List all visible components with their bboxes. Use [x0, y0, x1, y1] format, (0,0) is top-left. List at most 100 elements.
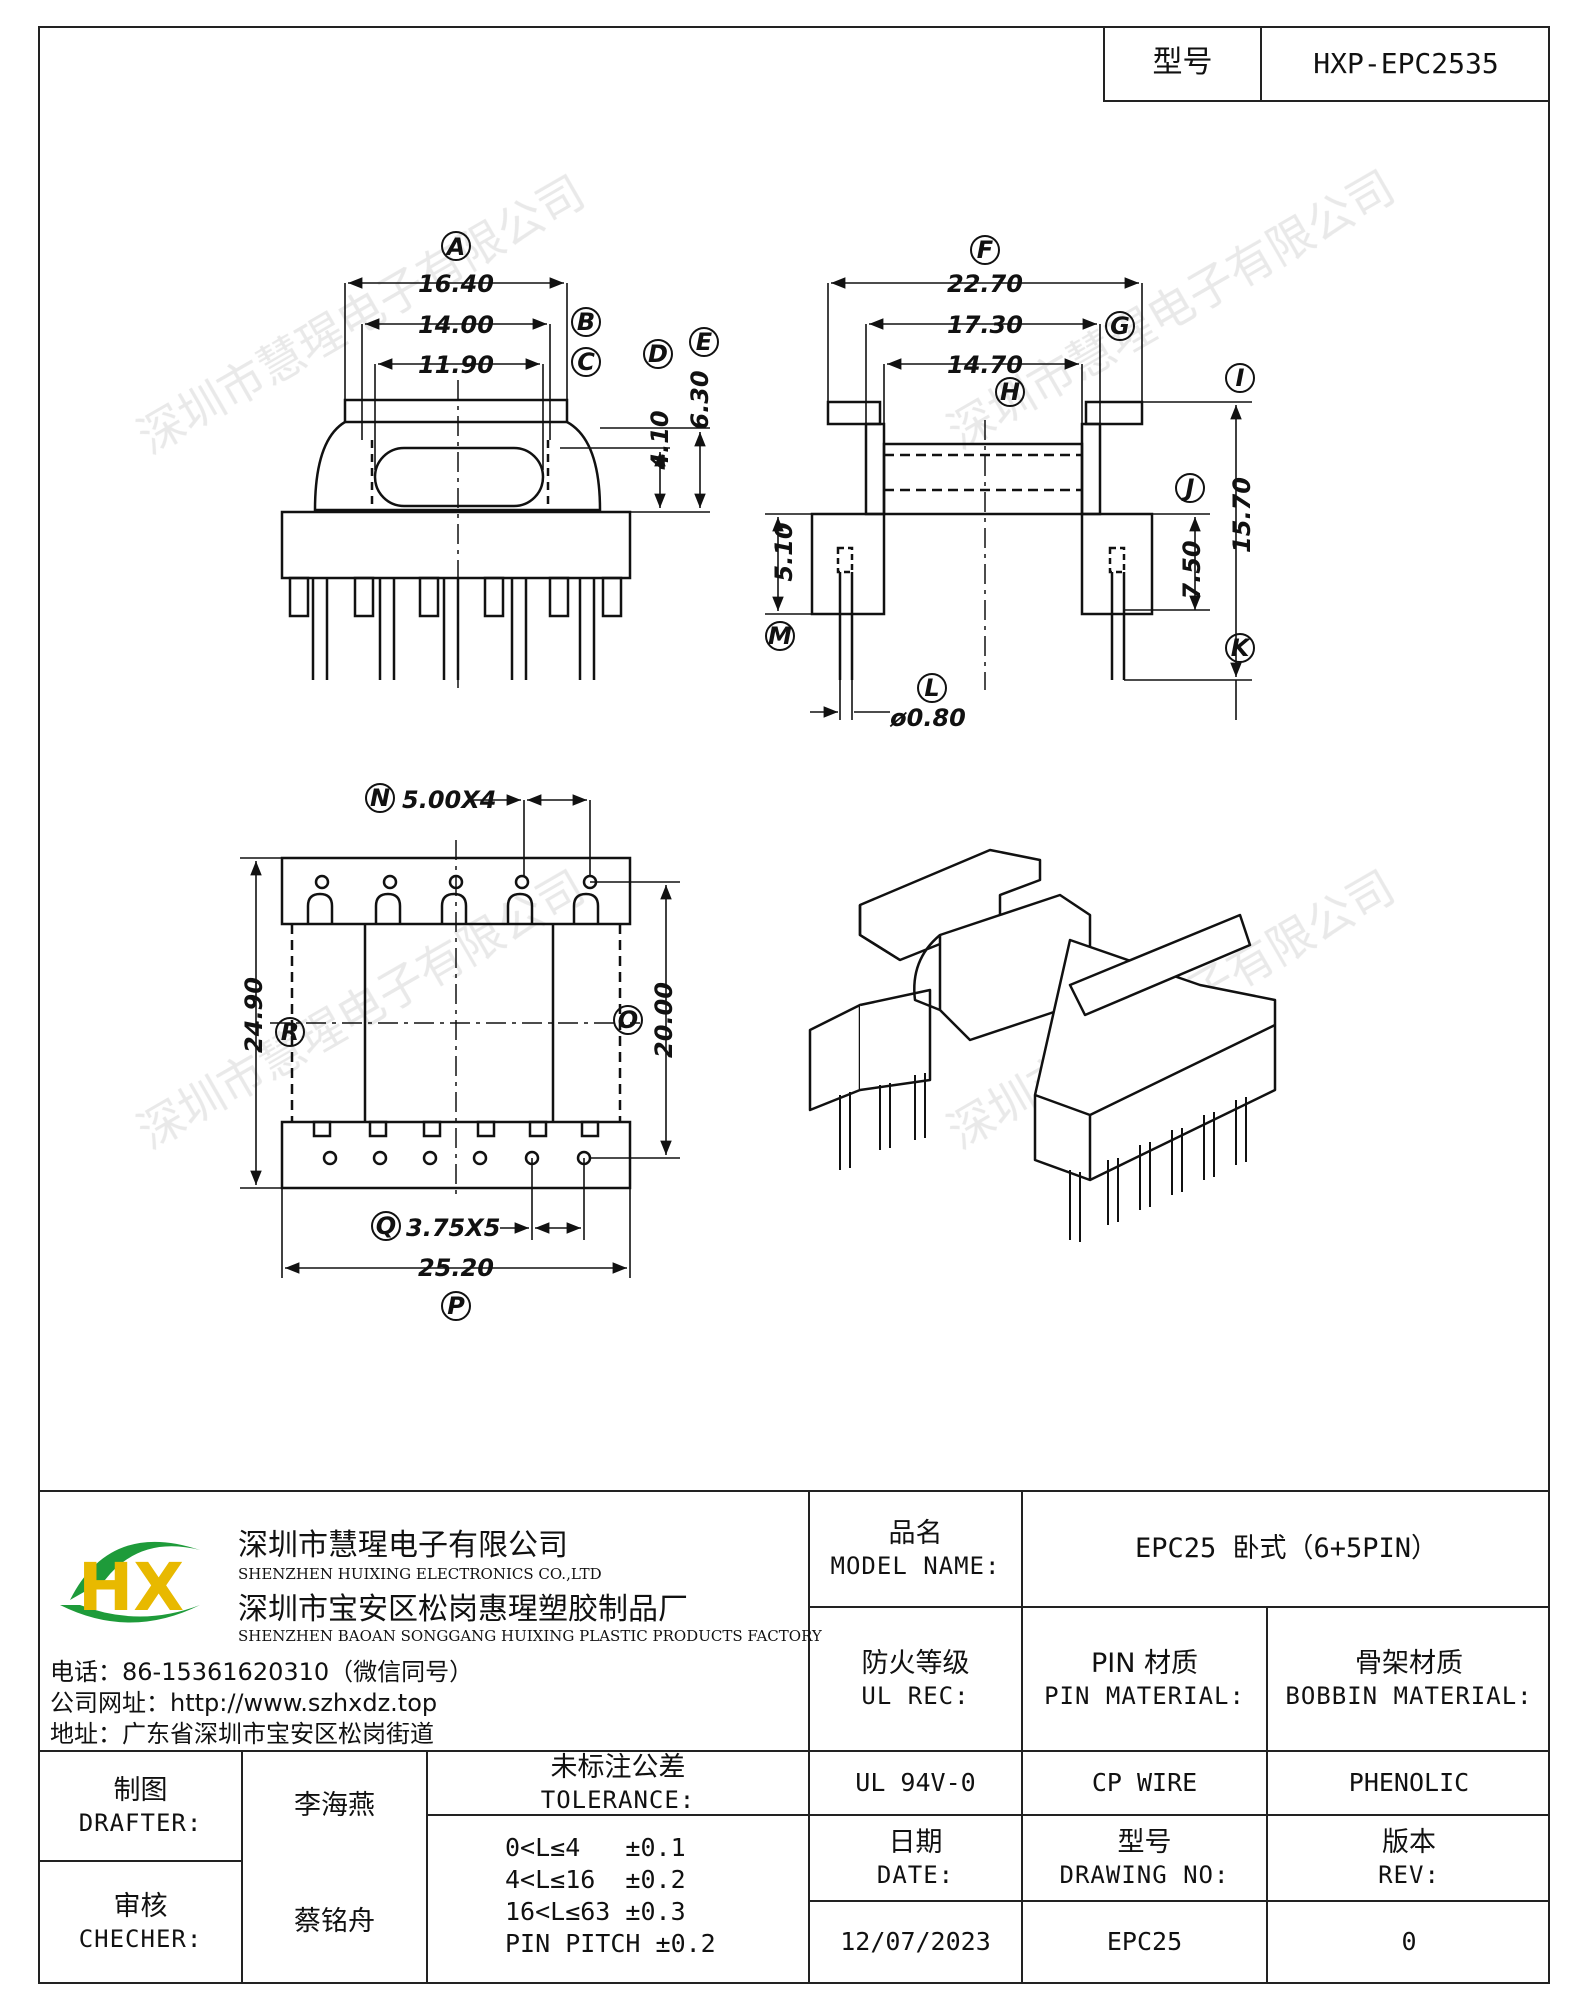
- dim-letter-j: J: [1182, 474, 1195, 502]
- date-label: 日期 DATE:: [810, 1816, 1021, 1900]
- model-name-cn: 品名: [888, 1518, 943, 1550]
- drafter-value: 李海燕: [294, 1790, 375, 1822]
- drawing-no-value: EPC25: [1106, 1927, 1183, 1957]
- front-view-dims: A 16.40 B 14.00 C 11.90 D 4.10 E 6.30: [418, 231, 719, 471]
- dim-q-value: 3.75X5: [406, 1214, 500, 1242]
- dim-letter-p: P: [447, 1292, 465, 1320]
- dim-letter-g: G: [1110, 312, 1130, 340]
- company-logo: HX: [60, 1541, 200, 1626]
- dim-letter-o: O: [618, 1006, 638, 1034]
- bottom-view: [240, 794, 680, 1278]
- dim-letter-i: I: [1236, 364, 1245, 392]
- dim-letter-h: H: [1000, 378, 1020, 406]
- header-model-label: 型号: [1152, 45, 1213, 81]
- company-name-en: SHENZHEN HUIXING ELECTRONICS CO.,LTD: [238, 1565, 602, 1583]
- dim-letter-n: N: [370, 784, 390, 812]
- date-value: 12/07/2023: [840, 1927, 991, 1957]
- checker-value: 蔡铭舟: [294, 1906, 375, 1938]
- tolerance-row: 16<L≤63 ±0.3: [505, 1897, 686, 1926]
- dim-letter-k: K: [1231, 634, 1252, 662]
- pin-material-en: PIN MATERIAL:: [1044, 1681, 1245, 1710]
- drafter-en: DRAFTER:: [78, 1808, 203, 1837]
- dim-letter-b: B: [577, 308, 595, 336]
- dim-m-value: 5.10: [770, 522, 798, 581]
- dim-n-value: 5.00X4: [402, 786, 496, 814]
- checker-label: 审核 CHECHER:: [40, 1862, 241, 1982]
- tolerance-row: 4<L≤16 ±0.2: [505, 1865, 686, 1894]
- logo-text: HX: [78, 1549, 184, 1626]
- bobbin-material-cn: 骨架材质: [1355, 1648, 1463, 1680]
- front-view: [280, 277, 710, 690]
- rev-label: 版本 REV:: [1268, 1816, 1550, 1900]
- bobbin-material-value: PHENOLIC: [1348, 1768, 1470, 1798]
- pin-material-label: PIN 材质 PIN MATERIAL:: [1023, 1608, 1266, 1750]
- watermark: 深圳市慧瑆电子有限公司: [129, 860, 594, 1160]
- rev-cn: 版本: [1382, 1827, 1436, 1859]
- technical-drawing: 深圳市慧瑆电子有限公司 深圳市慧瑆电子有限公司 深圳市慧瑆电子有限公司 深圳市慧…: [129, 160, 1404, 1321]
- rev-value: 0: [1401, 1927, 1417, 1957]
- drafter-cn: 制图: [113, 1775, 168, 1807]
- pin-material-cn: PIN 材质: [1090, 1648, 1199, 1680]
- dim-letter-a: A: [445, 233, 466, 261]
- drafter-label: 制图 DRAFTER:: [40, 1752, 241, 1860]
- dim-e-value: 6.30: [686, 370, 714, 429]
- dim-g-value: 17.30: [947, 311, 1023, 339]
- dim-letter-d: D: [648, 340, 668, 368]
- side-view-dims: F 22.70 G 17.30 H 14.70 I J 7.50 15.70 K…: [765, 235, 1256, 732]
- dim-b-value: 14.00: [418, 311, 494, 339]
- dim-letter-e: E: [696, 328, 713, 356]
- dim-h-value: 14.70: [947, 351, 1023, 379]
- dim-letter-l: L: [924, 674, 939, 702]
- ul-value: UL 94V-0: [855, 1768, 976, 1798]
- title-block: [38, 1490, 1550, 1984]
- checker-en: CHECHER:: [78, 1924, 203, 1953]
- side-view: [765, 277, 1252, 720]
- bottom-view-dims: N 5.00X4 R 24.90 O 20.00 Q 3.75X5 25.20 …: [240, 783, 678, 1321]
- model-name-en: MODEL NAME:: [830, 1551, 1001, 1580]
- ul-label: 防火等级 UL REC:: [810, 1608, 1021, 1750]
- dim-letter-m: M: [768, 622, 792, 650]
- dim-p-value: 25.20: [418, 1254, 494, 1282]
- dim-letter-c: C: [577, 348, 595, 376]
- dim-letter-r: R: [281, 1018, 299, 1046]
- company-phone: 电话：86-15361620310（微信同号）: [50, 1658, 474, 1686]
- tolerance-list: 0<L≤4 ±0.1 4<L≤16 ±0.2 16<L≤63 ±0.3 PIN …: [505, 1832, 716, 1960]
- bobbin-material-label: 骨架材质 BOBBIN MATERIAL:: [1268, 1608, 1550, 1750]
- tolerance-row: 0<L≤4 ±0.1: [505, 1833, 686, 1862]
- ul-en: UL REC:: [861, 1681, 970, 1710]
- dim-l-value: ø0.80: [889, 704, 966, 732]
- pin-material-value: CP WIRE: [1091, 1768, 1198, 1798]
- company-address: 地址：广东省深圳市宝安区松岗街道: [50, 1720, 434, 1748]
- drawing-frame: [38, 26, 1550, 1984]
- tolerance-label: 未标注公差 TOLERANCE:: [428, 1752, 808, 1814]
- checker-cn: 审核: [113, 1891, 168, 1923]
- drawing-no-cn: 型号: [1117, 1827, 1172, 1859]
- dim-a-value: 16.40: [418, 270, 494, 298]
- header-model-box: 型号 HXP-EPC2535: [1103, 26, 1550, 102]
- factory-name-en: SHENZHEN BAOAN SONGGANG HUIXING PLASTIC …: [238, 1627, 822, 1645]
- tolerance-cn: 未标注公差: [550, 1752, 686, 1784]
- tolerance-row: PIN PITCH ±0.2: [505, 1929, 716, 1958]
- ul-cn: 防火等级: [861, 1648, 970, 1680]
- dim-f-value: 22.70: [947, 270, 1023, 298]
- rev-en: REV:: [1378, 1860, 1440, 1889]
- model-name-value: EPC25 卧式（6+5PIN）: [1134, 1533, 1439, 1565]
- isometric-view: [808, 848, 1277, 1242]
- dim-r-value: 24.90: [240, 977, 268, 1053]
- tolerance-en: TOLERANCE:: [540, 1785, 696, 1814]
- factory-name-cn: 深圳市宝安区松岗惠瑆塑胶制品厂: [238, 1592, 688, 1627]
- dim-j-value: 7.50: [1178, 540, 1206, 599]
- drawing-no-en: DRAWING NO:: [1059, 1860, 1230, 1889]
- watermark: 深圳市慧瑆电子有限公司: [129, 165, 594, 465]
- date-en: DATE:: [876, 1860, 955, 1889]
- company-website: 公司网址：http://www.szhxdz.top: [50, 1689, 438, 1717]
- watermark: 深圳市慧瑆电子有限公司: [939, 160, 1404, 460]
- dim-d-value: 4.10: [646, 410, 674, 470]
- header-model-value: HXP-EPC2535: [1313, 46, 1499, 80]
- date-cn: 日期: [888, 1827, 943, 1859]
- dim-letter-f: F: [977, 236, 994, 264]
- company-name-cn: 深圳市慧瑆电子有限公司: [238, 1528, 568, 1563]
- dim-c-value: 11.90: [418, 351, 494, 379]
- bobbin-material-en: BOBBIN MATERIAL:: [1285, 1681, 1533, 1710]
- dim-ik-value: 15.70: [1228, 477, 1256, 553]
